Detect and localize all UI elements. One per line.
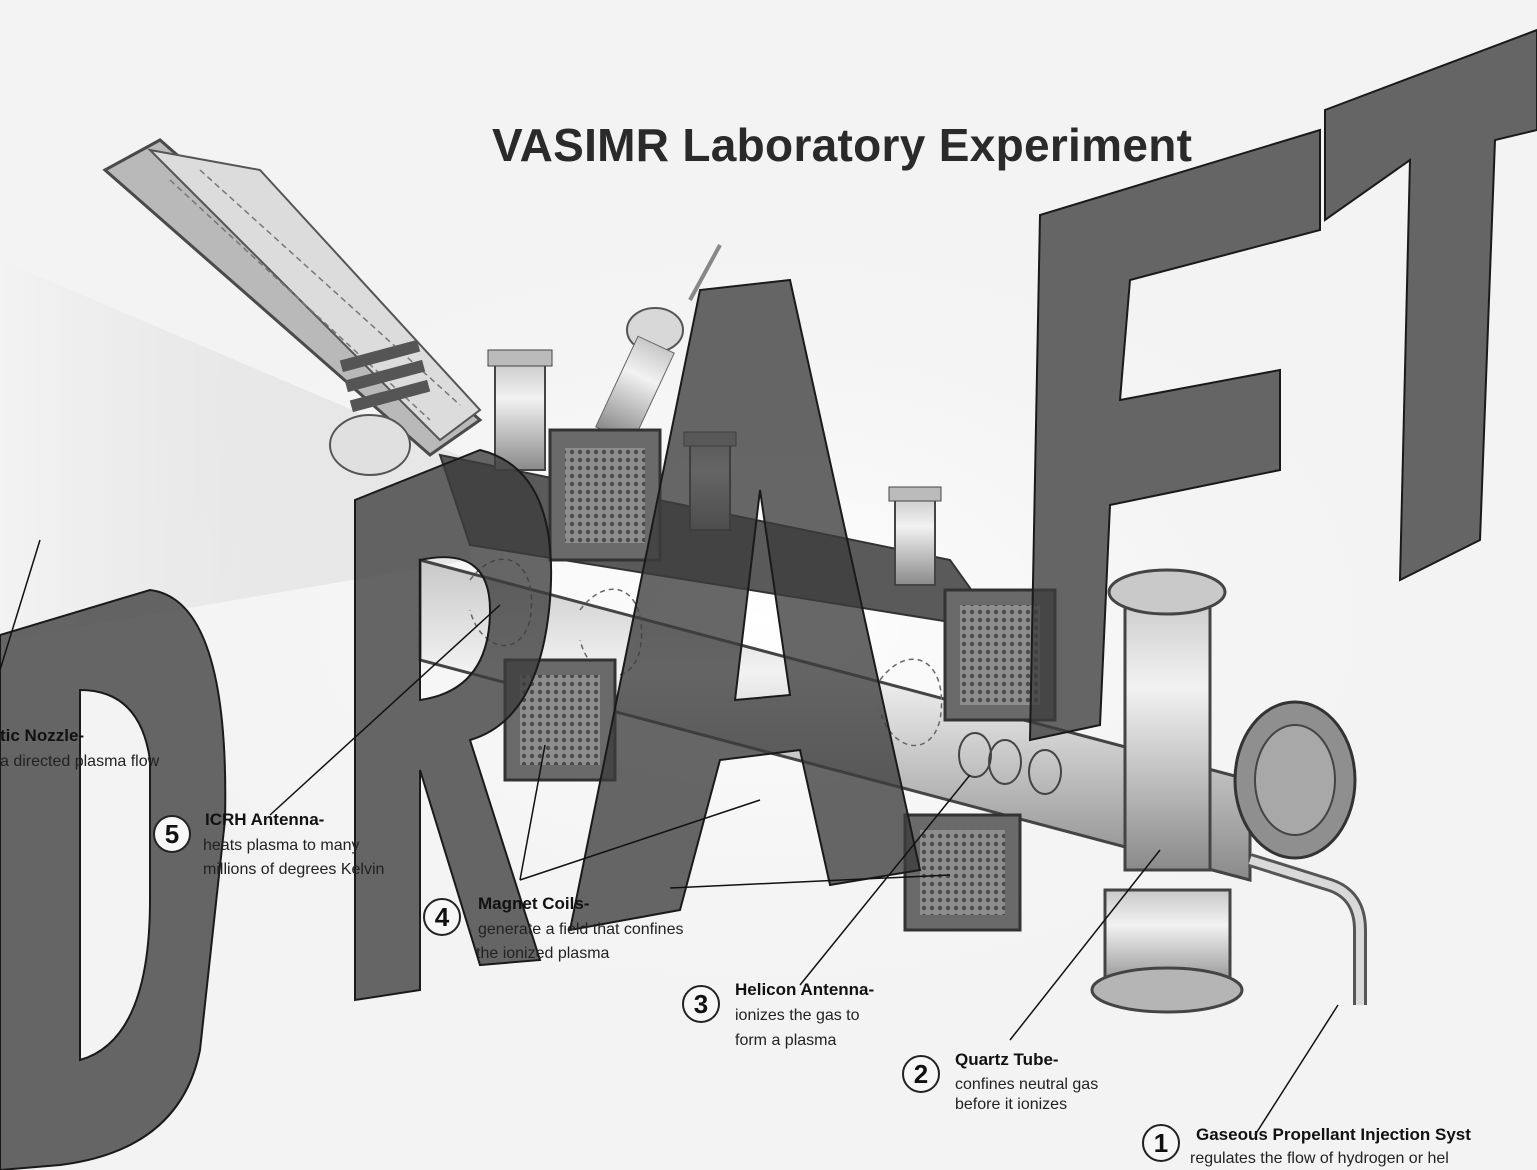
callout-desc-nozzle: a directed plasma flow <box>0 752 159 772</box>
callout-name-2: Quartz Tube- <box>955 1050 1059 1070</box>
callout-name-3: Helicon Antenna- <box>735 980 874 1000</box>
callout-desc-2b: before it ionizes <box>955 1095 1067 1115</box>
callout-number-1: 1 <box>1142 1124 1180 1162</box>
leader-line-4a <box>520 745 545 880</box>
callout-name-4: Magnet Coils- <box>478 894 589 914</box>
watermark-letter-t <box>1325 30 1537 580</box>
callout-number-2: 2 <box>902 1055 940 1093</box>
leader-line-5 <box>270 605 500 815</box>
callout-desc-4a: generate a field that confines <box>478 920 683 940</box>
callout-number-3: 3 <box>682 985 720 1023</box>
callout-desc-1: regulates the flow of hydrogen or hel <box>1190 1149 1449 1169</box>
callout-desc-4b: the ionized plasma <box>476 944 609 964</box>
injection-system <box>1235 702 1360 1005</box>
top-ports <box>488 350 1242 1012</box>
support-arm <box>105 140 480 455</box>
callout-desc-5a: heats plasma to many <box>203 836 360 856</box>
callout-number-4: 4 <box>423 898 461 936</box>
callout-desc-5b: millions of degrees Kelvin <box>203 860 384 880</box>
magnet-coils <box>505 430 1055 930</box>
helicon-antenna <box>959 733 1061 794</box>
callout-number-5: 5 <box>153 815 191 853</box>
leader-line-2 <box>1010 850 1160 1040</box>
leader-line-1 <box>1255 1005 1338 1135</box>
callout-desc-3a: ionizes the gas to <box>735 1006 860 1026</box>
background-glow <box>60 200 1460 1040</box>
callout-name-5: ICRH Antenna- <box>205 810 324 830</box>
leader-line-4b <box>520 800 760 880</box>
plasma-exhaust-plume <box>0 260 470 640</box>
diagram-title: VASIMR Laboratory Experiment <box>492 118 1192 172</box>
leader-line-3 <box>800 775 970 985</box>
vacuum-port <box>330 245 720 475</box>
watermark-letter-d <box>0 590 225 1170</box>
leader-line-4c <box>670 875 950 888</box>
vacuum-chamber <box>420 455 1250 880</box>
watermark-letter-f <box>1030 130 1320 740</box>
callout-name-nozzle: tic Nozzle- <box>0 726 84 746</box>
callout-name-1: Gaseous Propellant Injection Syst <box>1196 1125 1471 1145</box>
leader-line-nozzle <box>0 540 40 670</box>
callout-desc-2a: confines neutral gas <box>955 1075 1098 1095</box>
callout-desc-3b: form a plasma <box>735 1031 836 1051</box>
watermark-letter-a <box>570 280 920 930</box>
